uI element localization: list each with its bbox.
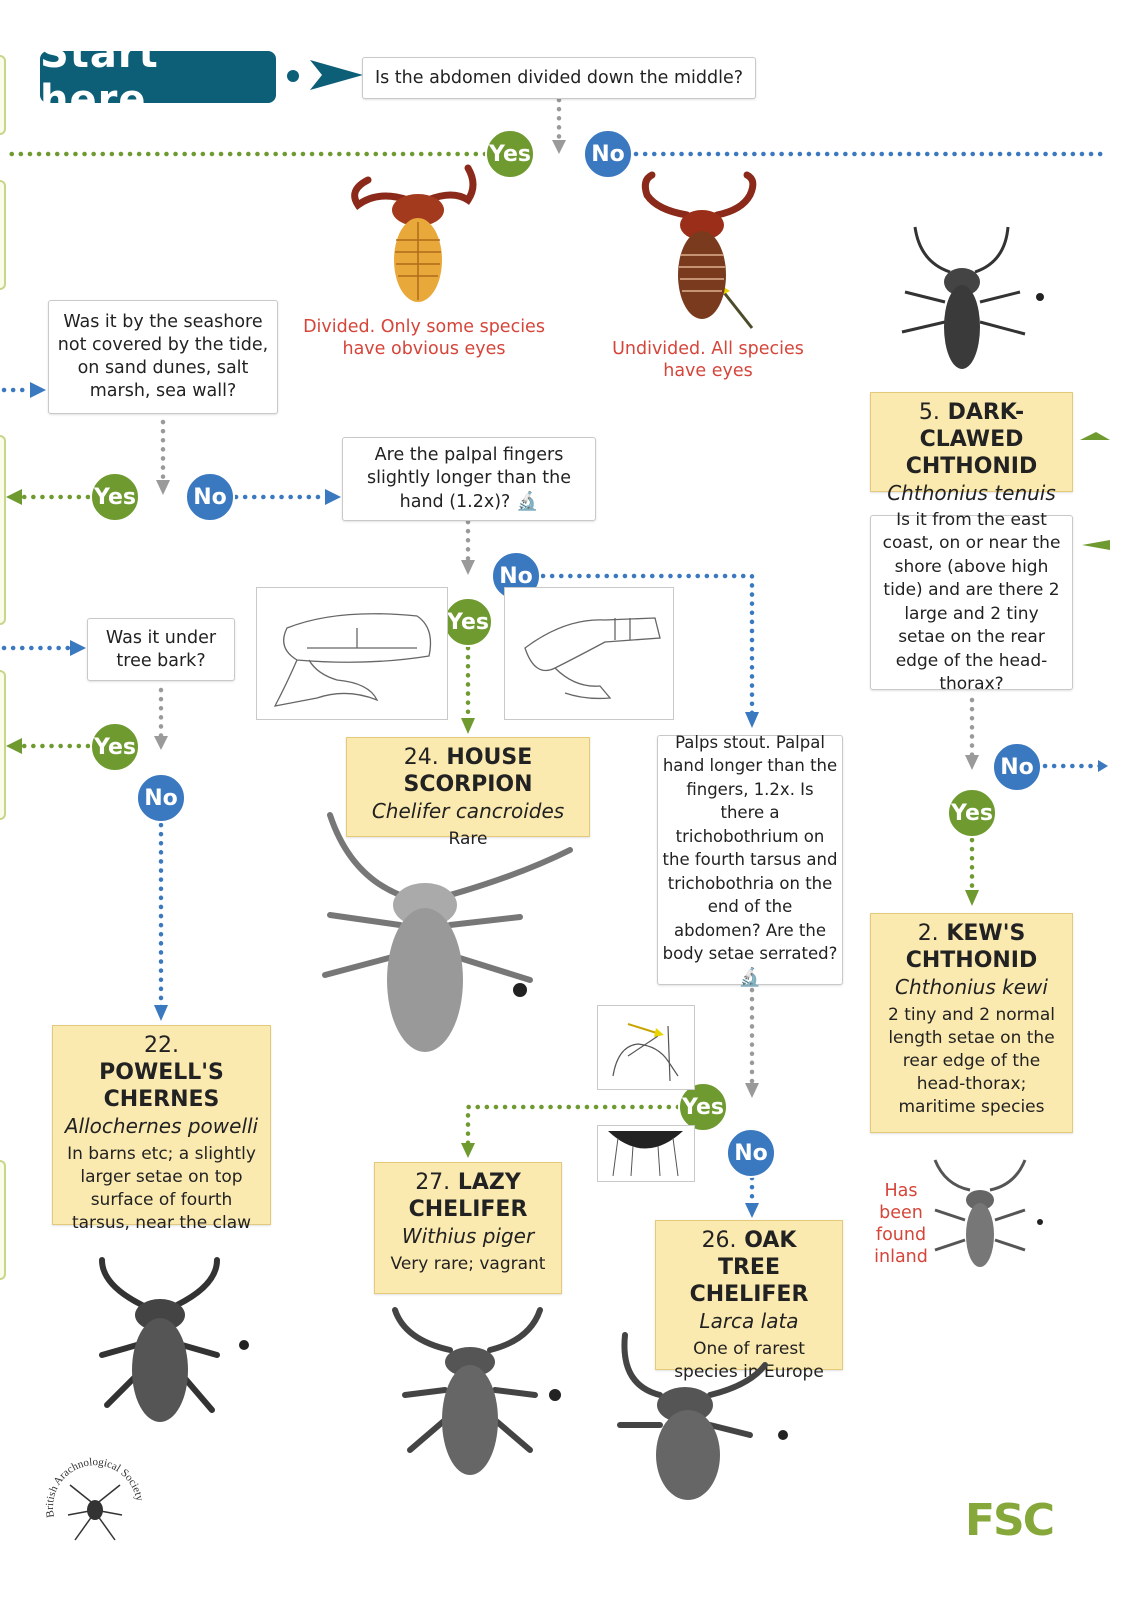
caption-divided: Divided. Only some species have obvious … [303,317,545,359]
question-east-coast: Is it from the east coast, on or near th… [870,510,1073,694]
question-palpal: Are the palpal fingers slightly longer t… [342,437,596,521]
yes-circle: Yes [443,597,493,647]
no-circle: No [992,742,1042,792]
species-box-lazy-chelifer: 27. LAZY CHELIFER Withius piger Very rar… [374,1162,562,1294]
no-circle: No [185,472,235,522]
species-number: 26. [701,1228,737,1253]
setae-diagram-image [597,1005,695,1090]
species-latin: Withius piger [401,1224,535,1248]
species-note: 2 tiny and 2 normal length setae on the … [887,1005,1056,1117]
species-latin: Chthonius tenuis [887,481,1056,505]
palp-diagram-image [504,587,674,720]
lazy-chelifer-image [392,1307,561,1475]
species-note: Very rare; vagrant [390,1254,546,1274]
species-name: KEW'S CHTHONID [905,921,1038,973]
microscope-icon: 🔬 [515,491,539,512]
species-latin: Allochernes powelli [64,1114,259,1138]
species-number: 22. [144,1033,179,1058]
species-box-oak-tree-chelifer: 26. OAK TREE CHELIFER Larca lata One of … [655,1220,843,1382]
powells-chernes-image [99,1257,249,1422]
yes-circle: Yes [947,788,997,838]
abdomen-tip-image [597,1125,695,1182]
question-stout: Palps stout. Palpal hand longer than the… [657,732,843,988]
yes-circle: Yes [485,129,535,179]
species-number: 24. [403,745,439,770]
edge-box [0,1160,6,1280]
question-stout-text: Palps stout. Palpal hand longer than the… [662,732,838,964]
species-note: Rare [448,829,488,849]
divided-pseudoscorpion-image [351,164,477,302]
fsc-logo: FSC [965,1495,1055,1546]
bas-logo: British Arachnological Society [40,1450,150,1560]
no-circle: No [136,773,186,823]
species-box-dark-clawed: 5. DARK-CLAWED CHTHONID Chthonius tenuis [870,392,1073,505]
palp-diagram-image [256,587,448,720]
species-number: 27. [415,1170,451,1195]
species-number: 5. [918,400,940,425]
edge-box [0,670,6,820]
question-abdomen: Is the abdomen divided down the middle? [362,57,756,99]
yes-circle: Yes [678,1082,728,1132]
question-palpal-text: Are the palpal fingers slightly longer t… [366,445,572,512]
caption-undivided: Undivided. All species have eyes [612,339,804,381]
house-scorpion-image [322,812,573,1052]
species-name: LAZY CHELIFER [408,1170,528,1222]
start-here-label: Start here [40,31,276,123]
species-note: One of rarest species in Europe [674,1339,824,1382]
caption-inland: Has been found inland [874,1181,928,1267]
species-number: 2. [917,921,939,946]
species-latin: Chthonius kewi [895,975,1048,999]
yes-circle: Yes [90,472,140,522]
species-latin: Chelifer cancroides [371,799,565,823]
question-seashore: Was it by the seashore not covered by th… [48,300,278,414]
microscope-icon: 🔬 [738,966,762,988]
species-box-house-scorpion: 24. HOUSE SCORPION Chelifer cancroides R… [346,737,590,849]
edge-box [0,180,6,290]
species-name: POWELL'S CHERNES [99,1060,224,1112]
oak-tree-chelifer-image [617,1332,788,1500]
species-box-powells-chernes: 22. POWELL'S CHERNES Allochernes powelli… [52,1025,271,1233]
inland-chthonid-image [933,1159,1043,1267]
dark-clawed-chthonid-image [901,226,1044,369]
edge-box [0,55,6,135]
no-circle: No [726,1128,776,1178]
species-name: HOUSE SCORPION [403,745,533,797]
species-name: OAK TREE CHELIFER [689,1228,809,1307]
species-note: In barns etc; a slightly larger setae on… [67,1144,256,1233]
yes-circle: Yes [90,722,140,772]
species-name: DARK-CLAWED CHTHONID [905,400,1038,479]
species-box-kews-chthonid: 2. KEW'S CHTHONID Chthonius kewi 2 tiny … [870,913,1073,1133]
question-bark: Was it under tree bark? [87,618,235,681]
species-latin: Larca lata [699,1309,799,1333]
edge-box [0,435,6,625]
no-circle: No [583,129,633,179]
undivided-pseudoscorpion-image [641,171,757,319]
